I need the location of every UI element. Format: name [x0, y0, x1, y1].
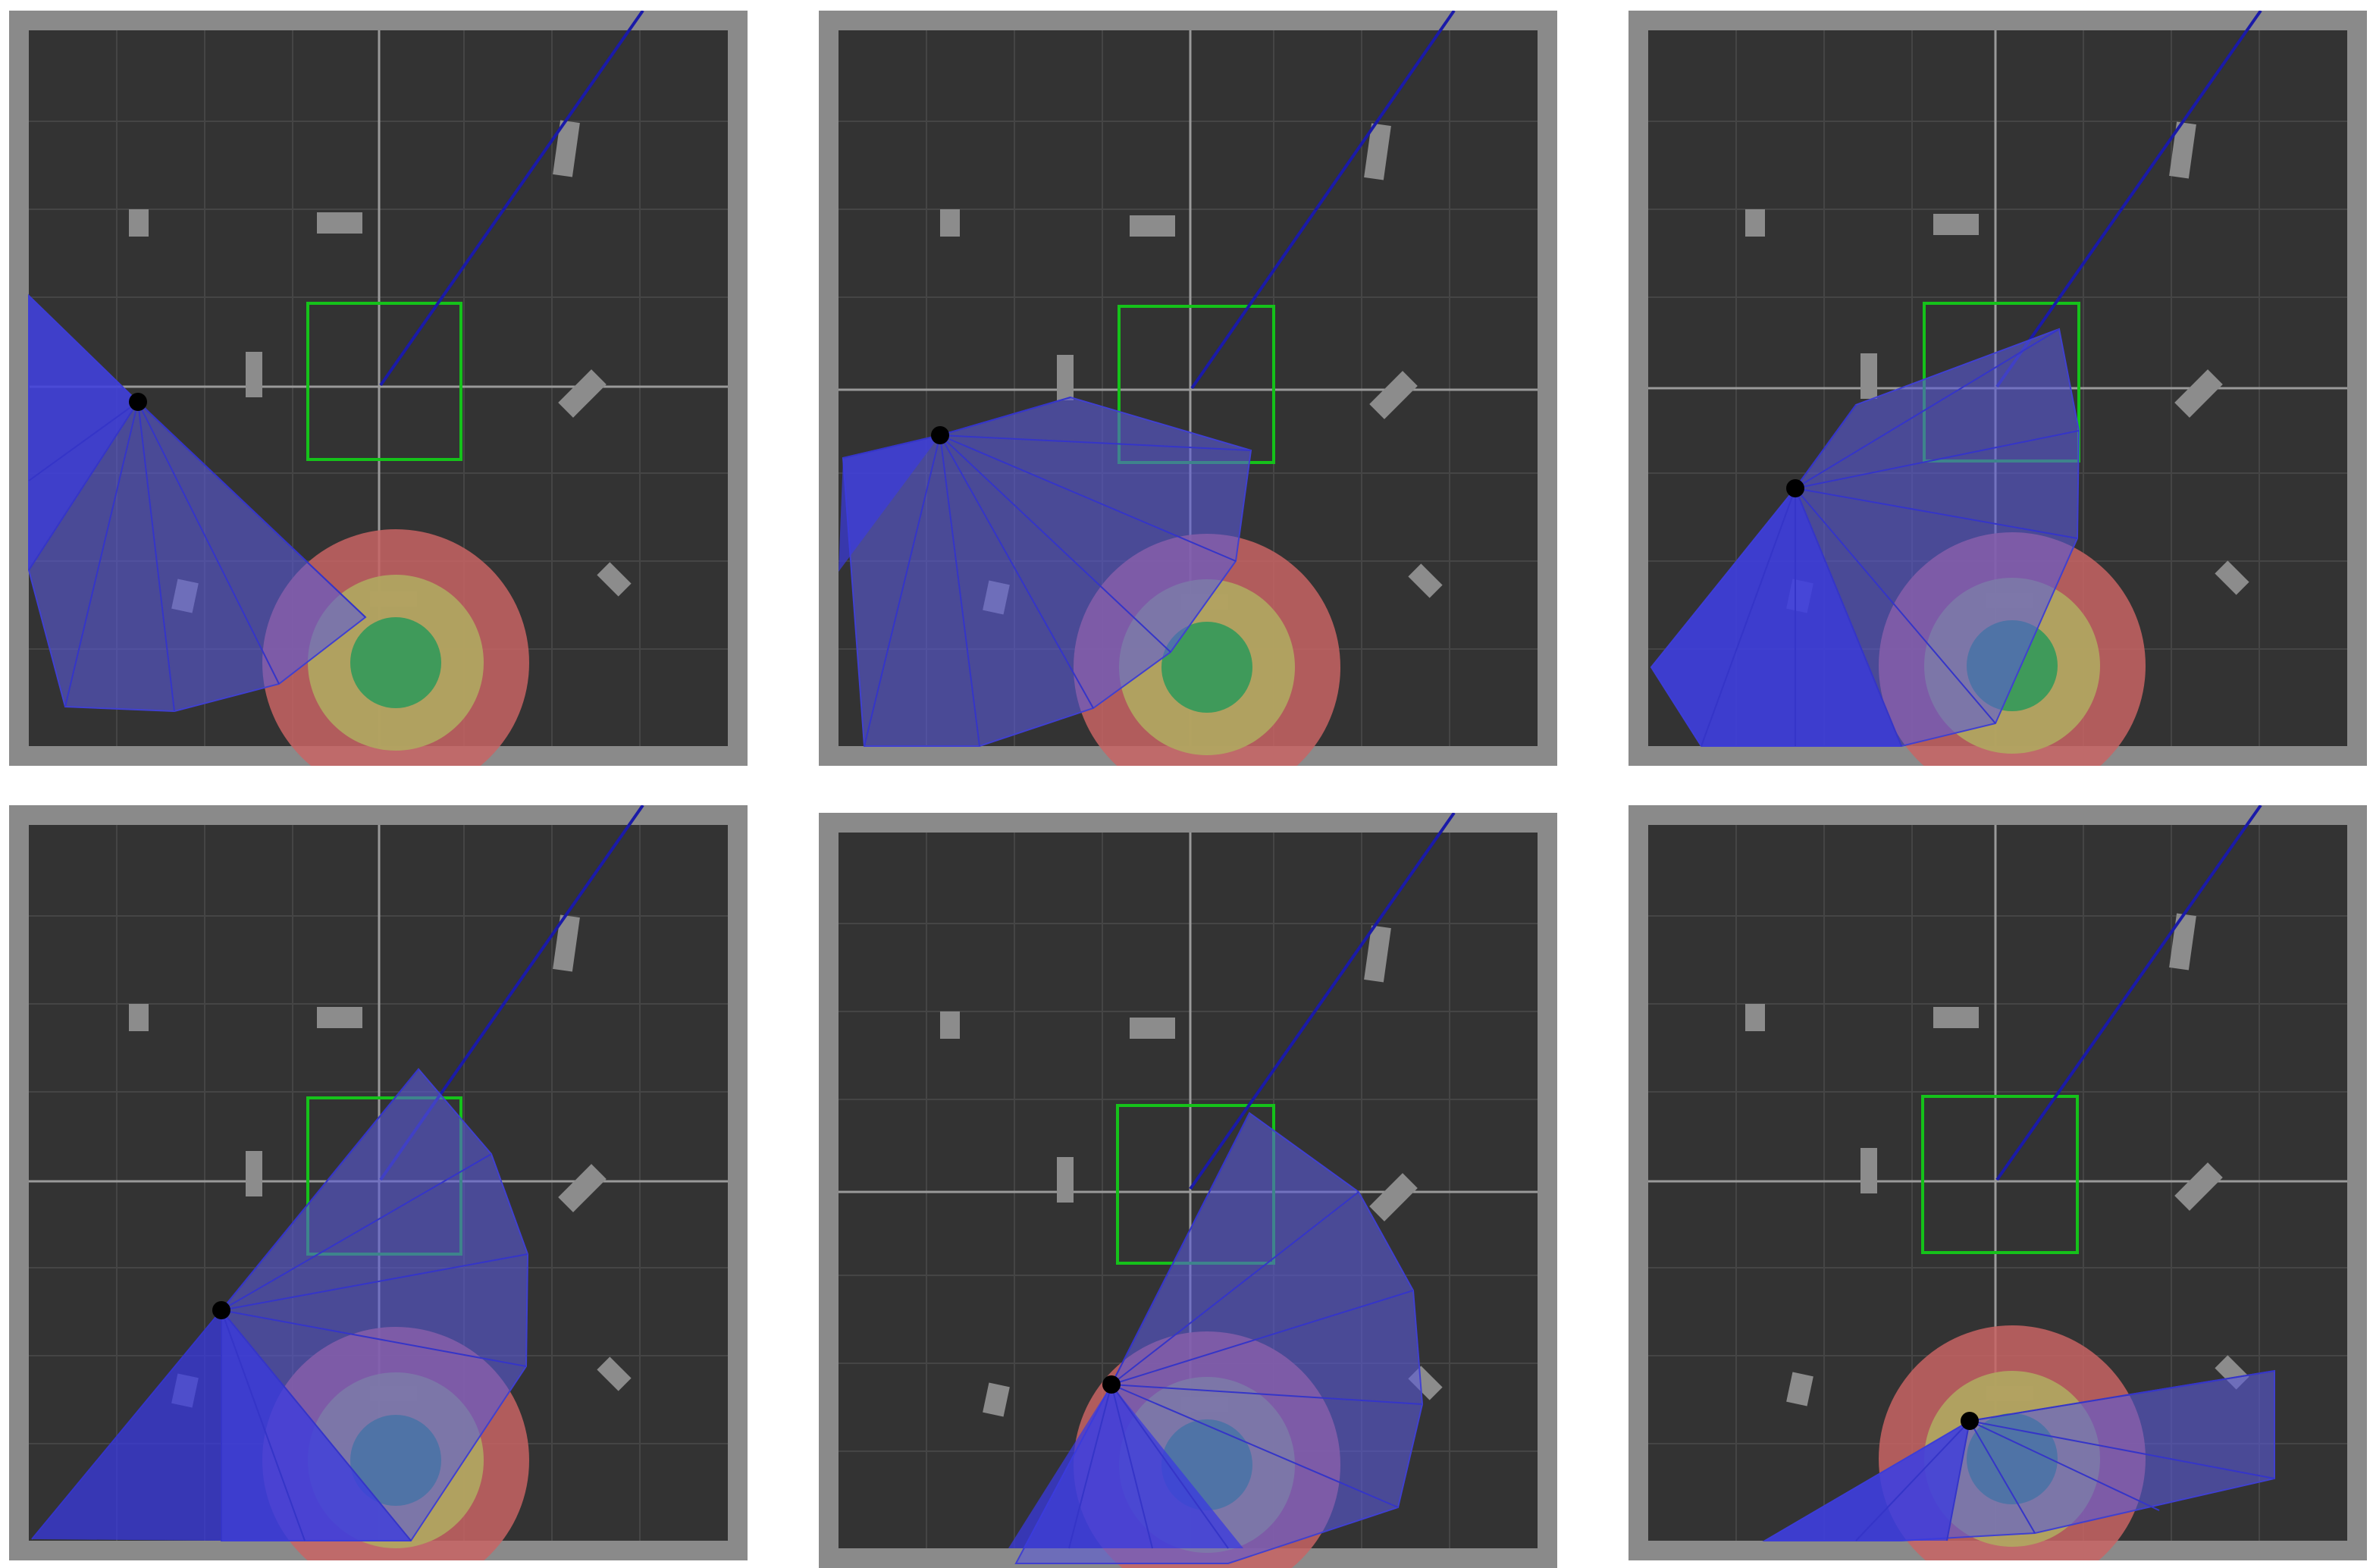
scene-view	[819, 813, 1557, 1568]
obstacle-block-icon	[558, 1164, 607, 1212]
robot-dot-icon	[1961, 1412, 1979, 1430]
scene-view	[819, 11, 1557, 766]
scan-dense	[1008, 1385, 1243, 1548]
obstacle-block-icon	[1408, 563, 1443, 598]
scan-dense	[1651, 488, 1901, 746]
simulation-panel-3	[1628, 11, 2367, 766]
obstacle-block-icon	[558, 369, 607, 418]
obstacle-block-icon	[1745, 209, 1765, 237]
robot-dot-icon	[1786, 479, 1804, 497]
obstacle-block-icon	[1130, 215, 1175, 237]
obstacle-block-icon	[1364, 925, 1391, 983]
goal-box	[306, 302, 462, 461]
robot-dot-icon	[129, 393, 147, 411]
simulation-panel-4	[9, 805, 748, 1560]
scan-dense	[29, 296, 138, 570]
obstacle-block-icon	[2174, 1162, 2223, 1211]
obstacle-block-icon	[1860, 1148, 1877, 1193]
goal-box	[1921, 1095, 2079, 1254]
obstacle-block-icon	[317, 1007, 362, 1028]
obstacle-block-icon	[553, 120, 580, 177]
simulation-panel-6	[1628, 805, 2367, 1560]
scan-dense	[1765, 1421, 1970, 1541]
obstacle-block-icon	[2169, 121, 2196, 179]
robot-dot-icon	[212, 1301, 230, 1319]
path-line	[1995, 11, 2262, 388]
scan-rays	[1855, 1370, 2275, 1541]
path-line	[1190, 11, 1456, 390]
obstacle-block-icon	[940, 209, 960, 237]
obstacle-block-icon	[1786, 1372, 1813, 1406]
scan-dense	[839, 435, 940, 572]
scene-view	[1628, 805, 2367, 1560]
scan-rays	[1068, 1112, 1423, 1549]
obstacle-block-icon	[597, 562, 632, 597]
scan-field	[842, 396, 1252, 747]
scan-rays	[842, 397, 1252, 747]
obstacle-block-icon	[2174, 369, 2223, 418]
path-line	[1189, 813, 1456, 1190]
scene-view	[9, 11, 748, 766]
obstacle-block-icon	[597, 1356, 632, 1391]
simulation-panel-5	[819, 813, 1557, 1568]
path-line	[1995, 805, 2262, 1181]
scan-rays	[31, 1068, 528, 1541]
robot-dot-icon	[1102, 1375, 1121, 1394]
obstacle-block-icon	[940, 1011, 960, 1039]
obstacle-block-icon	[1057, 355, 1074, 400]
obstacle-block-icon	[246, 352, 262, 397]
floor-grid	[1648, 825, 2347, 1541]
obstacle-block-icon	[246, 1151, 262, 1196]
scene-view	[9, 805, 748, 1560]
obstacle-block-icon	[1369, 1173, 1418, 1221]
simulation-panel-2	[819, 11, 1557, 766]
obstacle-block-icon	[317, 212, 362, 234]
path-line	[379, 11, 644, 387]
obstacle-block-icon	[1364, 123, 1391, 180]
obstacle-block-icon	[2215, 560, 2249, 595]
obstacle-block-icon	[1369, 371, 1418, 419]
scan-rays	[1701, 328, 2080, 747]
scan-rays	[28, 401, 366, 712]
obstacle-block-icon	[1057, 1157, 1074, 1203]
obstacle-block-icon	[1130, 1018, 1175, 1039]
simulation-panel-1	[9, 11, 748, 766]
obstacle-block-icon	[1933, 214, 1979, 235]
obstacle-block-icon	[1860, 353, 1877, 399]
obstacle-block-icon	[1745, 1004, 1765, 1031]
obstacle-block-icon	[983, 1382, 1010, 1417]
robot-dot-icon	[931, 426, 949, 444]
obstacle-block-icon	[553, 914, 580, 972]
scene-view	[1628, 11, 2367, 766]
obstacle-block-icon	[1933, 1007, 1979, 1028]
obstacle-block-icon	[129, 1004, 149, 1031]
obstacle-block-icon	[129, 209, 149, 237]
